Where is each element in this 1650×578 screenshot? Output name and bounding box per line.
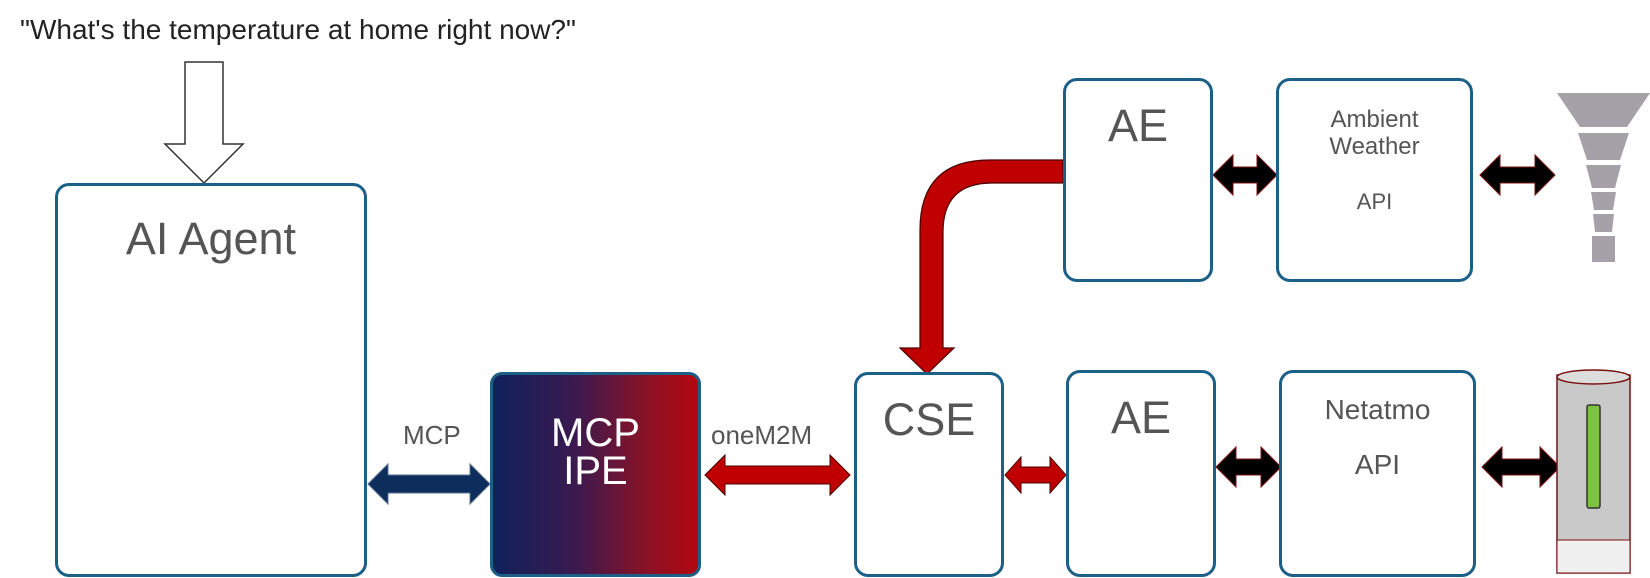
netatmo-sensor-icon: [1556, 369, 1631, 574]
cse-label: CSE: [882, 394, 976, 445]
ambient-label-line3: API: [1356, 189, 1393, 214]
mcp-ipe-label-line2: IPE: [563, 449, 628, 493]
mcp-edge-label: MCP: [403, 420, 461, 450]
ambient-station-double-arrow: [1479, 153, 1556, 197]
ae-top-to-cse-arrow: [898, 159, 1064, 375]
ambient-label-line1: Ambient: [1330, 106, 1419, 133]
weather-station-icon: [1557, 93, 1650, 262]
netatmo-label-line1: Netatmo: [1324, 394, 1431, 425]
cse-ae-double-arrow: [1004, 455, 1067, 495]
mcp-ipe-box: MCP IPE: [490, 372, 701, 577]
ai-agent-label: AI Agent: [125, 213, 297, 264]
ai-agent-box: AI Agent: [55, 183, 367, 577]
mcp-double-arrow: [367, 462, 491, 506]
netatmo-api-box: Netatmo API: [1279, 370, 1476, 577]
cse-box: CSE: [854, 372, 1004, 577]
ae-bottom-box: AE: [1066, 370, 1216, 577]
mcp-ipe-label-line1: MCP: [551, 411, 640, 455]
ae-top-label: AE: [1107, 100, 1169, 151]
onem2m-edge-label: oneM2M: [711, 420, 813, 450]
ambient-label-line2: Weather: [1329, 133, 1420, 160]
query-text: "What's the temperature at home right no…: [20, 14, 576, 45]
query-arrow: [163, 61, 245, 185]
ae-bottom-netatmo-double-arrow: [1215, 445, 1282, 489]
netatmo-label-line2: API: [1354, 449, 1401, 480]
ae-top-box: AE: [1063, 78, 1213, 282]
onem2m-double-arrow: [704, 453, 851, 497]
ae-bottom-label: AE: [1110, 392, 1172, 443]
ambient-weather-api-box: Ambient Weather API: [1276, 78, 1473, 282]
netatmo-sensor-double-arrow: [1481, 445, 1561, 489]
ae-top-ambient-double-arrow: [1212, 153, 1278, 197]
